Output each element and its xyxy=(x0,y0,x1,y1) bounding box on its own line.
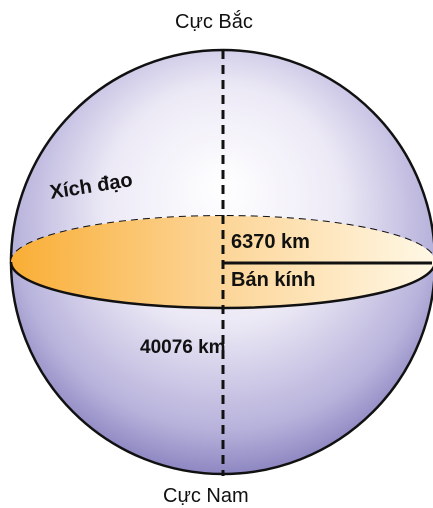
radius-value-label: 6370 km xyxy=(231,231,310,253)
north-pole-label: Cực Bắc xyxy=(175,11,253,33)
radius-name-label: Bán kính xyxy=(231,269,316,291)
circumference-label: 40076 km xyxy=(140,337,226,358)
south-pole-label: Cực Nam xyxy=(163,485,249,507)
